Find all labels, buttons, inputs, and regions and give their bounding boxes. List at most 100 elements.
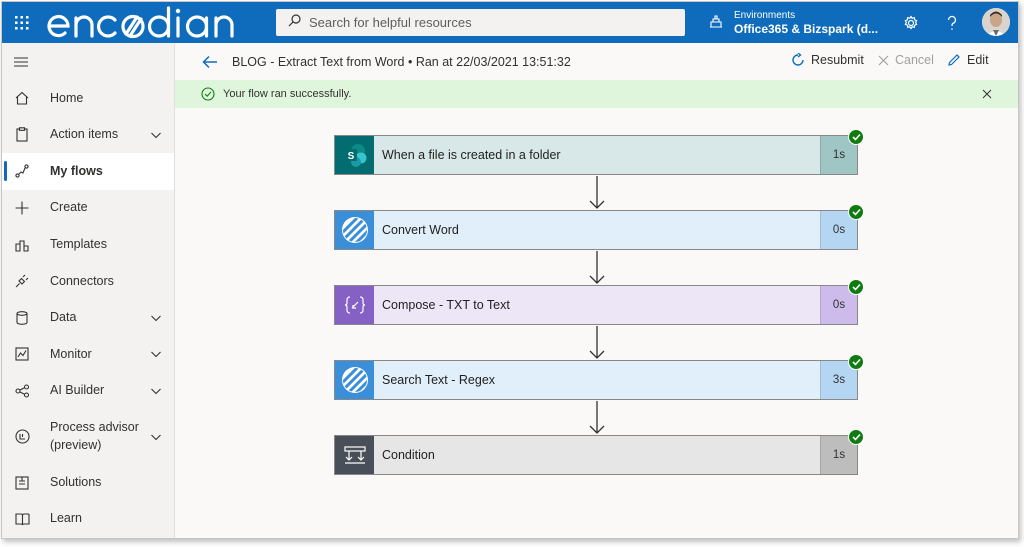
sidebar-item-label: Solutions	[50, 474, 102, 489]
step-title: Compose - TXT to Text	[374, 286, 820, 324]
sharepoint-icon: S	[335, 136, 374, 174]
sidebar-item-label: Action items	[50, 127, 119, 142]
connector-arrow-icon	[589, 251, 605, 284]
flow-icon	[14, 163, 30, 179]
main-content: BLOG - Extract Text from Word • Ran at 2…	[175, 43, 1018, 538]
banner-message: Your flow ran successfully.	[223, 88, 352, 100]
app-window: Environments Office365 & Bizspark (d...	[1, 1, 1019, 539]
sidebar-item-label: Learn	[50, 511, 82, 526]
sidebar-item-label: Create	[50, 200, 88, 215]
success-check-icon	[201, 87, 215, 101]
sidebar-item-label: Data	[50, 310, 77, 325]
flow-step-card[interactable]: Compose - TXT to Text 0s	[334, 285, 858, 325]
command-bar: BLOG - Extract Text from Word • Ran at 2…	[175, 43, 1018, 80]
chevron-down-icon[interactable]	[150, 348, 162, 360]
edit-button[interactable]: Edit	[947, 53, 989, 67]
clipboard-icon	[14, 127, 30, 143]
success-banner: Your flow ran successfully.	[175, 80, 1018, 108]
sidebar-item-label: AI Builder	[50, 383, 105, 398]
hamburger-menu-icon[interactable]	[2, 43, 174, 80]
success-check-icon	[848, 354, 864, 370]
sidebar-item-label: Connectors	[50, 273, 114, 288]
resubmit-button[interactable]: Resubmit	[791, 53, 864, 67]
sidebar-item-create[interactable]: Create	[2, 190, 174, 227]
encodian-icon	[335, 211, 374, 249]
close-icon[interactable]	[981, 88, 993, 100]
user-avatar[interactable]	[982, 8, 1010, 36]
chevron-down-icon[interactable]	[150, 129, 162, 141]
svg-text:S: S	[347, 151, 354, 162]
plus-icon	[14, 200, 30, 216]
success-check-icon	[848, 204, 864, 220]
search-box[interactable]	[276, 9, 685, 36]
step-duration: 3s	[820, 361, 857, 399]
flow-step-card[interactable]: S When a file is created in a folder 1s	[334, 135, 858, 175]
step-duration: 0s	[820, 286, 857, 324]
sidebar-item-label: Monitor	[50, 346, 92, 361]
settings-gear-icon[interactable]	[891, 2, 931, 43]
connector-arrow-icon	[589, 401, 605, 434]
environment-picker[interactable]: Environments Office365 & Bizspark (d...	[708, 6, 878, 40]
left-nav: Home Action items My flows Create	[2, 43, 175, 538]
monitor-icon	[14, 346, 30, 362]
flow-run-title: BLOG - Extract Text from Word • Ran at 2…	[232, 55, 571, 69]
sidebar-item-ai-builder[interactable]: AI Builder	[2, 373, 174, 410]
app-launcher-icon[interactable]	[2, 2, 42, 43]
back-arrow-icon[interactable]	[201, 53, 219, 71]
step-title: Search Text - Regex	[374, 361, 820, 399]
flow-step-card[interactable]: Condition 1s	[334, 435, 858, 475]
sidebar-item-monitor[interactable]: Monitor	[2, 336, 174, 373]
cancel-button[interactable]: Cancel	[878, 53, 934, 67]
sidebar-item-label: Home	[50, 90, 84, 105]
sidebar-item-connectors[interactable]: Connectors	[2, 263, 174, 300]
home-icon	[14, 90, 30, 106]
chevron-down-icon[interactable]	[150, 312, 162, 324]
sidebar-item-templates[interactable]: Templates	[2, 226, 174, 263]
chevron-down-icon[interactable]	[150, 385, 162, 397]
environment-label: Environments	[734, 9, 796, 21]
refresh-icon	[792, 53, 804, 66]
top-bar: Environments Office365 & Bizspark (d...	[2, 2, 1018, 43]
condition-icon	[335, 436, 374, 474]
success-check-icon	[848, 279, 864, 295]
sidebar-item-learn[interactable]: Learn	[2, 501, 174, 538]
sidebar-item-my-flows[interactable]: My flows	[2, 153, 174, 190]
sidebar-item-data[interactable]: Data	[2, 300, 174, 337]
ai-builder-icon	[14, 383, 30, 399]
process-advisor-icon	[14, 429, 30, 445]
search-input[interactable]	[309, 15, 669, 30]
success-check-icon	[848, 429, 864, 445]
environment-icon	[708, 13, 724, 34]
sidebar-item-solutions[interactable]: Solutions	[2, 464, 174, 501]
book-icon	[14, 511, 30, 527]
sidebar-item-label: My flows	[50, 163, 103, 178]
templates-icon	[14, 237, 30, 253]
chevron-down-icon[interactable]	[150, 431, 162, 443]
compose-icon	[335, 286, 374, 324]
close-icon	[878, 55, 889, 65]
flow-step-card[interactable]: Search Text - Regex 3s	[334, 360, 858, 400]
sidebar-item-action-items[interactable]: Action items	[2, 117, 174, 154]
resubmit-label: Resubmit	[811, 53, 864, 67]
search-icon	[288, 13, 301, 32]
sidebar-item-label: Templates	[50, 236, 107, 251]
connector-arrow-icon	[589, 326, 605, 359]
sidebar-item-process-advisor[interactable]: Process advisor (preview)	[2, 409, 174, 464]
plug-icon	[14, 273, 30, 289]
environment-value: Office365 & Bizspark (d...	[734, 21, 879, 36]
success-check-icon	[848, 129, 864, 145]
edit-label: Edit	[967, 53, 989, 67]
encodian-logo[interactable]	[42, 2, 272, 43]
sidebar-item-home[interactable]: Home	[2, 80, 174, 117]
connector-arrow-icon	[589, 176, 605, 209]
encodian-logo-mark	[47, 5, 234, 38]
encodian-icon	[335, 361, 374, 399]
cancel-label: Cancel	[895, 53, 934, 67]
solutions-icon	[14, 475, 30, 491]
flow-step-card[interactable]: Convert Word 0s	[334, 210, 858, 250]
sidebar-item-label: Process advisor (preview)	[50, 420, 139, 452]
step-title: Condition	[374, 436, 820, 474]
help-icon[interactable]	[932, 2, 972, 43]
step-title: When a file is created in a folder	[374, 136, 820, 174]
step-title: Convert Word	[374, 211, 820, 249]
